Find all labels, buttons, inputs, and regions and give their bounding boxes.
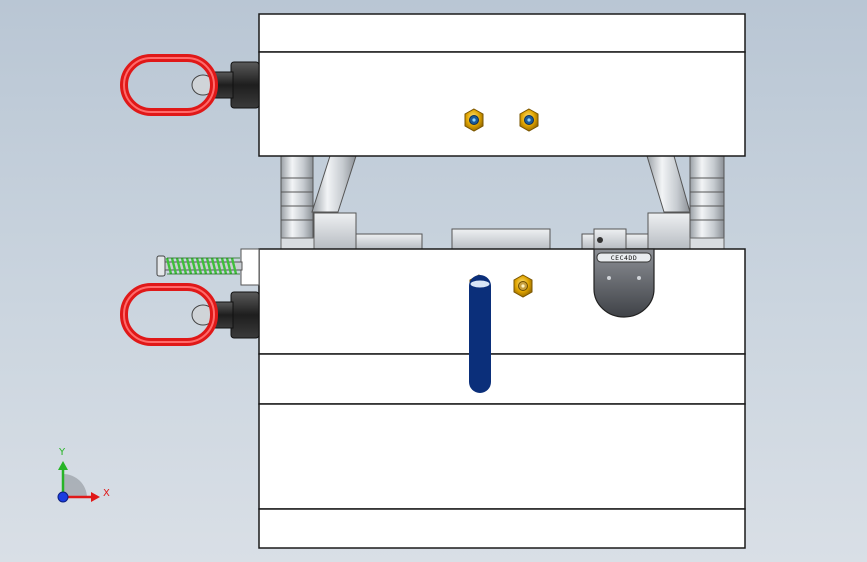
lifting-ring-icon[interactable] [120, 54, 260, 116]
left-support-pillar[interactable] [280, 155, 314, 249]
cooling-hose[interactable] [469, 275, 491, 393]
water-fitting-icon[interactable] [464, 108, 484, 132]
left-angled-link[interactable] [311, 155, 357, 213]
center-guide-block[interactable] [451, 228, 551, 251]
axis-y-label: Y [58, 447, 66, 458]
left-slide-block[interactable] [313, 212, 423, 250]
water-fitting-icon[interactable] [513, 274, 533, 298]
water-fitting-icon[interactable] [519, 108, 539, 132]
right-support-pillar[interactable] [689, 155, 725, 249]
right-angled-link[interactable] [646, 155, 691, 213]
base-rail-left [280, 237, 315, 250]
fixed-mold-plate[interactable] [258, 51, 746, 157]
axis-x-label: X [103, 488, 110, 499]
moving-mold-plate[interactable] [258, 248, 746, 355]
spring-icon[interactable] [156, 255, 243, 277]
spacer-block[interactable] [258, 403, 746, 510]
base-rail-right [689, 237, 725, 250]
support-plate[interactable] [258, 353, 746, 405]
coordinate-triad-icon[interactable]: Y X [57, 447, 110, 503]
lifting-ring-icon[interactable] [120, 283, 260, 346]
date-counter-digits: CEC4DD [611, 254, 637, 262]
bottom-clamp-plate[interactable] [258, 508, 746, 549]
top-clamp-plate[interactable] [258, 13, 746, 53]
plate-side-tab [240, 248, 260, 286]
date-stamp-icon[interactable]: CEC4DD [593, 228, 655, 318]
